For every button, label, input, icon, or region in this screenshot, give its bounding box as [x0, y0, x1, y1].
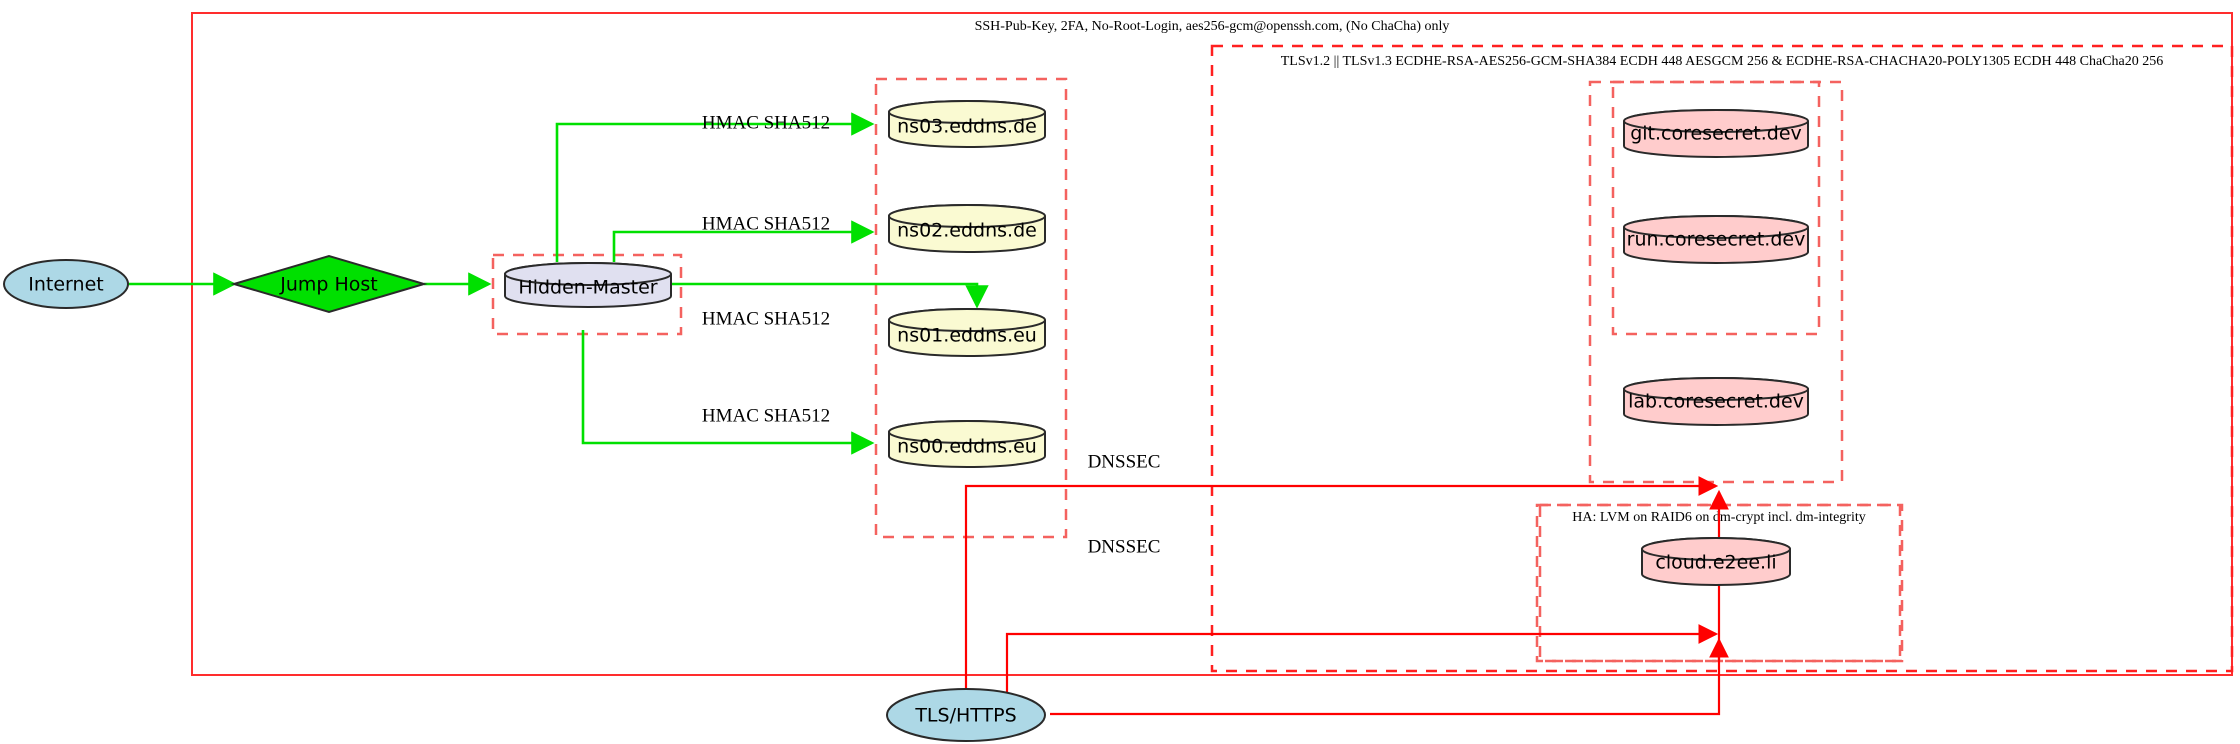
node-ns03-label: ns03.eddns.de — [897, 116, 1037, 138]
node-ns02[interactable]: ns02.eddns.de — [888, 204, 1046, 253]
node-git-coresecret[interactable]: git.coresecret.dev — [1623, 109, 1809, 158]
node-cloud-e2ee[interactable]: cloud.e2ee.li — [1641, 537, 1791, 586]
node-tls-https-label: TLS/HTTPS — [914, 705, 1016, 727]
edge-label-dnssec-lower: DNSSEC — [1088, 536, 1161, 557]
node-ns01[interactable]: ns01.eddns.eu — [888, 308, 1046, 357]
node-ns03[interactable]: ns03.eddns.de — [888, 100, 1046, 148]
cluster-tls — [1210, 44, 2234, 673]
node-run-label: run.coresecret.dev — [1627, 229, 1806, 251]
edge-label-hmac-ns03: HMAC SHA512 — [702, 112, 830, 133]
node-lab-coresecret[interactable]: lab.coresecret.dev — [1623, 377, 1809, 426]
edge-hiddenmaster-to-ns01 — [665, 282, 989, 309]
cluster-hidden-master — [491, 253, 683, 336]
edge-hiddenmaster-to-ns00 — [581, 330, 875, 455]
node-jump-host[interactable]: Jump Host — [230, 254, 428, 314]
edge-label-hmac-ns01: HMAC SHA512 — [702, 308, 830, 329]
edge-hiddenmaster-to-ns03 — [555, 112, 875, 262]
node-hidden-master-label: Hidden-Master — [518, 277, 657, 299]
node-internet-label: Internet — [28, 274, 103, 296]
node-jump-host-label: Jump Host — [279, 274, 378, 296]
node-ns00-label: ns00.eddns.eu — [897, 436, 1037, 458]
cluster-coresecret-inner — [1611, 80, 1821, 336]
node-tls-https[interactable]: TLS/HTTPS — [886, 688, 1046, 742]
edge-tlshttps-right — [1050, 700, 1721, 716]
cluster-ssh-outer — [191, 12, 2233, 676]
node-hidden-master[interactable]: Hidden-Master — [504, 262, 672, 308]
cluster-ssh-label: SSH-Pub-Key, 2FA, No-Root-Login, aes256-… — [975, 19, 1450, 34]
node-ns02-label: ns02.eddns.de — [897, 220, 1037, 242]
edge-label-hmac-ns02: HMAC SHA512 — [702, 213, 830, 234]
cluster-dns-zone — [874, 77, 1068, 539]
node-git-label: git.coresecret.dev — [1630, 123, 1802, 145]
node-lab-label: lab.coresecret.dev — [1628, 391, 1804, 413]
edge-hiddenmaster-to-ns02 — [612, 220, 875, 262]
cluster-tls-label: TLSv1.2 || TLSv1.3 ECDHE-RSA-AES256-GCM-… — [1281, 54, 2163, 69]
edge-dnssec-lower — [1005, 624, 1719, 714]
edge-dnssec-upper — [964, 476, 1719, 714]
node-cloud-label: cloud.e2ee.li — [1655, 552, 1776, 574]
edge-label-dnssec-upper: DNSSEC — [1088, 451, 1161, 472]
node-ns00[interactable]: ns00.eddns.eu — [888, 420, 1046, 468]
edge-label-hmac-ns00: HMAC SHA512 — [702, 405, 830, 426]
node-internet[interactable]: Internet — [3, 259, 129, 309]
node-run-coresecret[interactable]: run.coresecret.dev — [1623, 215, 1809, 264]
node-ns01-label: ns01.eddns.eu — [897, 325, 1037, 347]
